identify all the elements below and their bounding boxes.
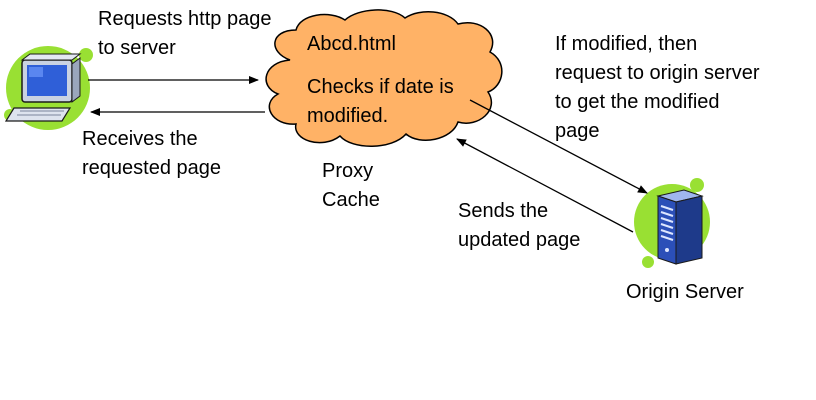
request-label-line: Requests http page [98, 8, 272, 30]
modified-label-line: request to origin server [555, 62, 760, 84]
receive-label-line: requested page [82, 157, 222, 179]
modified-label-line: to get the modified [555, 91, 720, 113]
proxy-label-line: Proxy [322, 160, 374, 182]
origin-server-label: Origin Server [626, 281, 744, 303]
modified-label-line: page [555, 120, 600, 142]
cloud-filename: Abcd.html [307, 33, 396, 55]
cloud-check-line: modified. [307, 105, 389, 127]
cloud-shape [265, 9, 503, 147]
cloud-check-text: Checks if date is modified. [307, 73, 454, 131]
proxy-cache-label: Proxy Cache [322, 157, 380, 215]
server-icon [634, 178, 710, 268]
sends-label-line: Sends the [458, 200, 549, 222]
modified-label-line: If modified, then [555, 33, 698, 55]
sends-label-line: updated page [458, 229, 581, 251]
request-label: Requests http page to server [98, 5, 271, 63]
sends-updated-label: Sends the updated page [458, 197, 580, 255]
receive-label-line: Receives the [82, 128, 198, 150]
cloud-check-line: Checks if date is [307, 76, 454, 98]
computer-icon [4, 46, 93, 130]
origin-response-arrow [456, 138, 634, 233]
request-label-line: to server [98, 37, 176, 59]
modified-request-label: If modified, then request to origin serv… [555, 30, 760, 146]
proxy-label-line: Cache [322, 189, 380, 211]
origin-request-arrow [469, 99, 648, 194]
receive-label: Receives the requested page [82, 125, 221, 183]
